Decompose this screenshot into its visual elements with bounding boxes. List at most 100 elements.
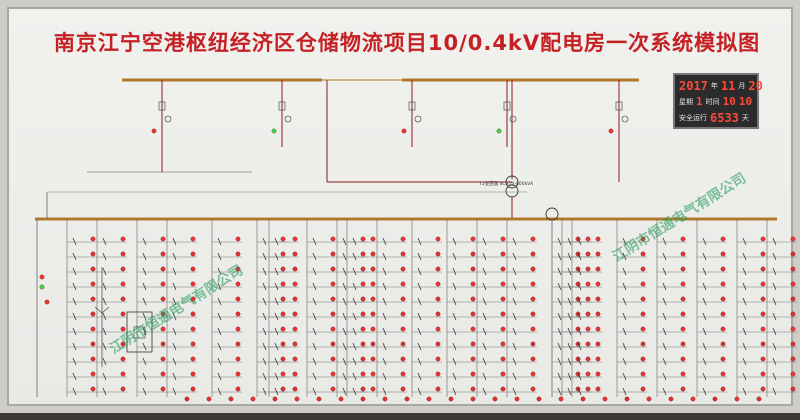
- switch-blade: [352, 372, 357, 381]
- switch-blade: [702, 267, 707, 276]
- feeder-lamp: [90, 281, 96, 287]
- led-year-unit: 年: [710, 81, 718, 90]
- bottom-lamp: [316, 396, 322, 402]
- ct-symbol: [621, 115, 629, 123]
- switch-blade: [512, 267, 517, 276]
- feeder-lamp: [680, 236, 686, 242]
- feeder-lamp: [292, 251, 298, 257]
- led-time-label: 时间: [705, 97, 720, 106]
- feeder-lamp: [760, 281, 766, 287]
- bottom-lamp: [272, 396, 278, 402]
- feeder-lamp: [400, 296, 406, 302]
- switch-blade: [557, 267, 562, 276]
- switch-blade: [577, 282, 582, 291]
- feeder-lamp: [585, 356, 591, 362]
- switch-blade: [72, 327, 77, 336]
- feeder-lamp: [585, 281, 591, 287]
- feeder-lamp: [720, 266, 726, 272]
- switch-blade: [452, 252, 457, 261]
- feeder-lamp: [370, 296, 376, 302]
- feeder-lamp: [330, 356, 336, 362]
- feeder-lamp: [640, 341, 646, 347]
- led-year: 2017: [679, 78, 708, 93]
- feeder-lamp: [280, 386, 286, 392]
- feeder-lamp: [400, 311, 406, 317]
- feeder-lamp: [530, 311, 536, 317]
- switch-blade: [577, 312, 582, 321]
- feeder-lamp: [160, 371, 166, 377]
- switch-blade: [662, 237, 667, 246]
- feeder-lamp: [370, 251, 376, 257]
- switch-blade: [217, 372, 222, 381]
- feeder-lamp: [435, 251, 441, 257]
- feeder-lamp: [720, 236, 726, 242]
- switch-blade: [382, 387, 387, 396]
- hv-status-lamp: [151, 128, 157, 134]
- feeder-lamp: [160, 341, 166, 347]
- switch-blade: [312, 327, 317, 336]
- feeder-lamp: [595, 326, 601, 332]
- switch-blade: [72, 237, 77, 246]
- led-weekday-label: 星期: [679, 97, 693, 106]
- switch-blade: [772, 282, 777, 291]
- hv-status-lamp: [496, 128, 502, 134]
- feeder-lamp: [360, 356, 366, 362]
- ct-symbol: [284, 115, 292, 123]
- switch-blade: [382, 252, 387, 261]
- feeder-lamp: [190, 371, 196, 377]
- switch-blade: [142, 357, 147, 366]
- switch-blade: [557, 282, 562, 291]
- feeder-lamp: [720, 341, 726, 347]
- switch-blade: [217, 267, 222, 276]
- led-weekday: 1: [696, 95, 703, 108]
- feeder-lamp: [370, 326, 376, 332]
- switch-blade: [622, 387, 627, 396]
- feeder-lamp: [500, 251, 506, 257]
- switch-blade: [577, 387, 582, 396]
- switch-blade: [312, 372, 317, 381]
- feeder-lamp: [760, 311, 766, 317]
- switch-blade: [342, 357, 347, 366]
- feeder-lamp: [530, 296, 536, 302]
- feeder-lamp: [120, 311, 126, 317]
- feeder-lamp: [435, 281, 441, 287]
- feeder-lamp: [400, 266, 406, 272]
- switch-blade: [274, 282, 279, 291]
- switch-blade: [512, 327, 517, 336]
- switch-blade: [172, 372, 177, 381]
- switch-blade: [662, 387, 667, 396]
- switch-blade: [142, 282, 147, 291]
- feeder-lamp: [280, 371, 286, 377]
- feeder-lamp: [585, 296, 591, 302]
- feeder-lamp: [280, 311, 286, 317]
- feeder-lamp: [585, 251, 591, 257]
- switch-blade: [772, 237, 777, 246]
- feeder-lamp: [120, 236, 126, 242]
- switch-blade: [142, 297, 147, 306]
- switch-blade: [102, 282, 107, 291]
- feeder-lamp: [530, 326, 536, 332]
- switch-blade: [452, 342, 457, 351]
- feeder-lamp: [360, 386, 366, 392]
- bottom-lamp: [228, 396, 234, 402]
- switch-blade: [312, 387, 317, 396]
- switch-blade: [557, 327, 562, 336]
- switch-blade: [567, 327, 572, 336]
- feeder-lamp: [370, 371, 376, 377]
- switch-blade: [352, 252, 357, 261]
- feeder-lamp: [470, 356, 476, 362]
- switch-blade: [482, 327, 487, 336]
- feeder-lamp: [360, 266, 366, 272]
- feeder-lamp: [435, 356, 441, 362]
- switch-blade: [342, 342, 347, 351]
- feeder-lamp: [760, 251, 766, 257]
- switch-blade: [482, 237, 487, 246]
- feeder-lamp: [160, 296, 166, 302]
- switch-blade: [102, 312, 107, 321]
- feeder-lamp: [90, 386, 96, 392]
- switch-blade: [567, 282, 572, 291]
- feeder-lamp: [720, 356, 726, 362]
- switch-blade: [274, 387, 279, 396]
- switch-blade: [172, 297, 177, 306]
- feeder-lamp: [640, 236, 646, 242]
